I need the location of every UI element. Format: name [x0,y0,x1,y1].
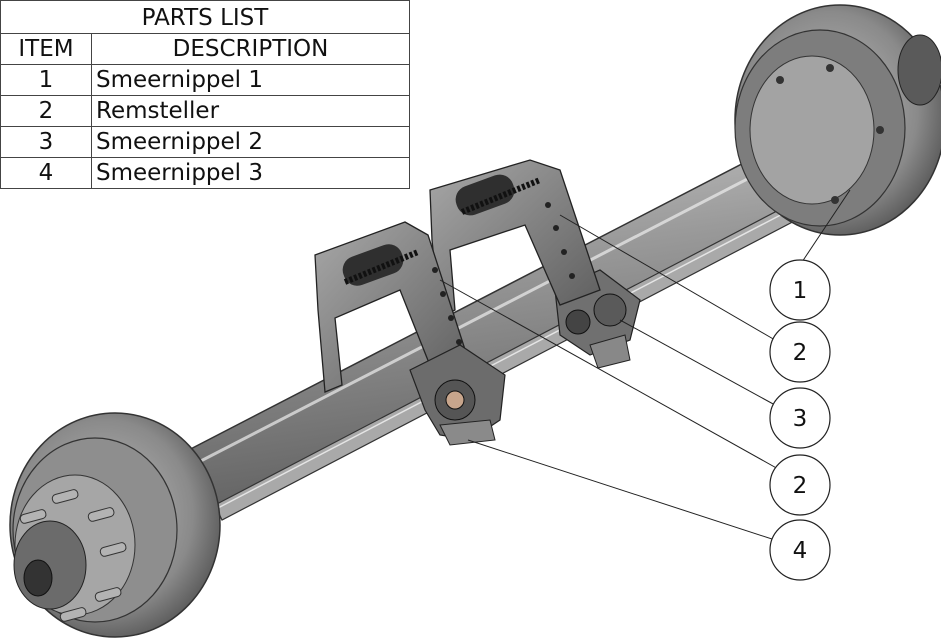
table-row: 4 Smeernippel 3 [0,157,410,189]
parts-list-title: PARTS LIST [0,0,410,34]
balloon-2b-label: 2 [793,473,808,499]
row-description: Remsteller [91,95,410,127]
row-item: 4 [0,157,92,189]
table-row: 1 Smeernippel 1 [0,64,410,96]
parts-list-header-row: ITEM DESCRIPTION [0,33,410,65]
balloon-4: 4 [769,519,831,581]
leader-lines [439,189,851,541]
row-description: Smeernippel 1 [91,64,410,96]
left-mounting-bracket [314,221,471,393]
table-row: 2 Remsteller [0,95,410,127]
row-item: 2 [0,95,92,127]
header-description: DESCRIPTION [91,33,410,65]
parts-list-table: PARTS LIST ITEM DESCRIPTION 1 Smeernippe… [0,0,410,189]
balloon-3: 3 [769,387,831,449]
balloon-1-label: 1 [793,278,808,304]
left-brake-drum [9,412,221,638]
table-row: 3 Smeernippel 2 [0,126,410,158]
balloon-2b: 2 [769,454,831,516]
right-brake-drum [734,4,941,236]
row-item: 1 [0,64,92,96]
balloon-2a: 2 [769,321,831,383]
row-description: Smeernippel 3 [91,157,410,189]
balloon-2a-label: 2 [793,340,808,366]
left-slack-adjuster [409,344,506,446]
balloon-4-label: 4 [793,538,808,564]
row-description: Smeernippel 2 [91,126,410,158]
balloon-1: 1 [769,259,831,321]
right-mounting-bracket [429,159,601,320]
balloon-3-label: 3 [793,406,808,432]
header-item: ITEM [0,33,92,65]
row-item: 3 [0,126,92,158]
